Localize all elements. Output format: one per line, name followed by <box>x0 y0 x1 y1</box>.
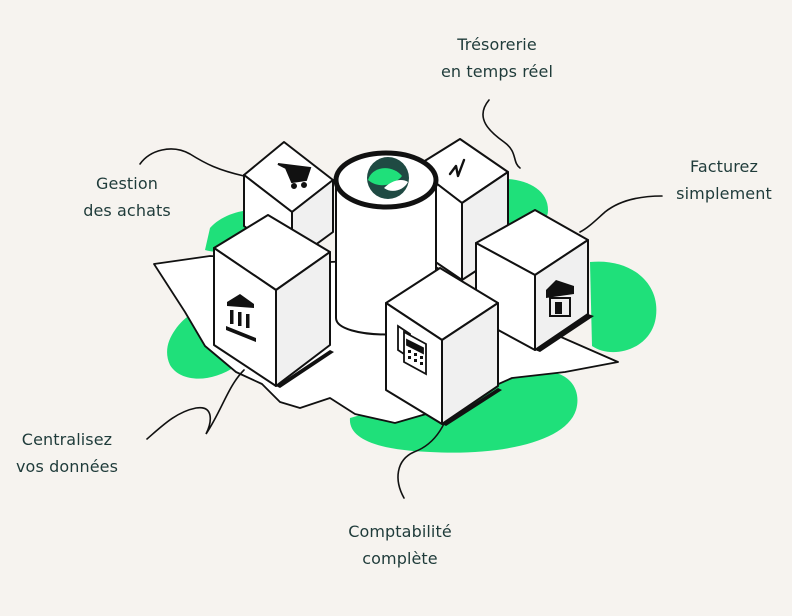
label-tresorerie: Trésorerie en temps réel <box>414 31 580 85</box>
label-facturez-line2: simplement <box>676 184 772 203</box>
label-tresorerie-line1: Trésorerie <box>457 35 537 54</box>
label-comptabilite: Comptabilité complète <box>320 518 480 572</box>
connector-tresorerie <box>482 99 521 169</box>
label-centralisez: Centralisez vos données <box>2 426 132 480</box>
label-comptabilite-line2: complète <box>362 549 438 568</box>
label-achats: Gestion des achats <box>62 170 192 224</box>
box-shadows <box>276 314 594 426</box>
label-achats-line2: des achats <box>83 201 171 220</box>
bank-icon <box>226 294 256 342</box>
label-comptabilite-line1: Comptabilité <box>348 522 452 541</box>
connector-achats <box>139 148 245 177</box>
storefront-icon <box>546 280 574 317</box>
trend-line-icon <box>448 158 466 178</box>
label-facturez: Facturez simplement <box>662 153 786 207</box>
label-facturez-line1: Facturez <box>689 157 759 176</box>
label-centralisez-line1: Centralisez <box>21 430 113 449</box>
connector-lines <box>139 99 663 499</box>
label-centralisez-line2: vos données <box>15 457 119 476</box>
shopping-cart-icon <box>277 163 312 189</box>
calculator-icon <box>397 324 427 376</box>
connector-facturez <box>579 195 663 233</box>
green-blob-right <box>590 261 657 353</box>
connector-centralisez <box>146 369 245 440</box>
label-tresorerie-line2: en temps réel <box>440 62 553 81</box>
label-achats-line1: Gestion <box>96 174 158 193</box>
calculator-box <box>385 267 499 425</box>
brand-logo-icon <box>367 157 409 199</box>
bank-box <box>213 214 331 387</box>
